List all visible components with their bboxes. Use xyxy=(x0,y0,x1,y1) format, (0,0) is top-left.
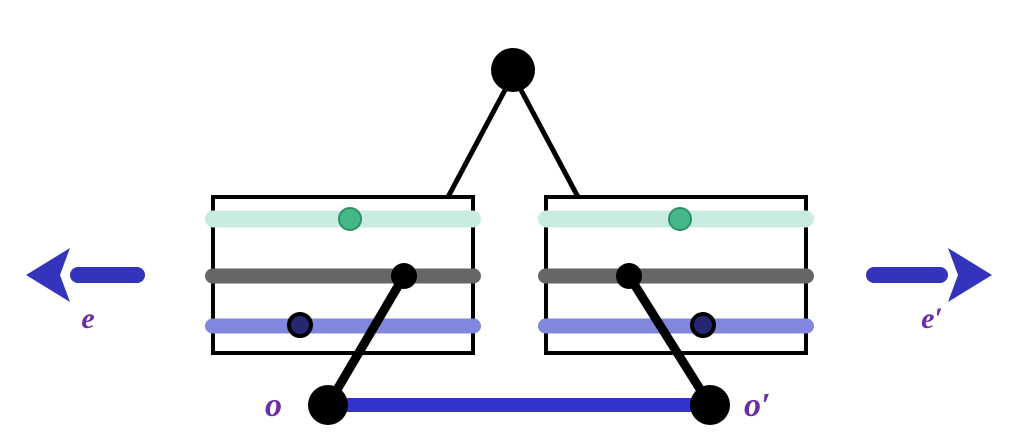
worldline-left xyxy=(324,273,408,408)
worldline-right xyxy=(625,273,714,408)
apex-group xyxy=(491,48,535,92)
navy-event-dot-right xyxy=(690,312,716,338)
base-connector-bar xyxy=(328,398,710,412)
boost-arrow-group xyxy=(26,248,992,302)
green-event-dot-right xyxy=(668,207,692,231)
origin-label-left: o xyxy=(265,387,282,424)
origin-label-right: o′ xyxy=(744,387,771,424)
band-periwinkle-left xyxy=(205,318,481,334)
label-group: e e′ o o′ xyxy=(81,302,943,424)
apex-vertex xyxy=(491,48,535,92)
navy-event-dot-left xyxy=(287,312,313,338)
boost-arrow-right-head xyxy=(948,248,992,302)
worldline-dot-gray-left xyxy=(391,263,417,289)
boost-label-right: e′ xyxy=(921,302,943,335)
band-gray-right xyxy=(538,268,814,284)
apex-edge-group xyxy=(445,88,581,199)
boost-arrow-left-shaft xyxy=(70,267,145,283)
band-gray-left xyxy=(205,268,481,284)
boost-arrow-left-head xyxy=(26,248,70,302)
base-connector-group xyxy=(328,398,710,412)
origin-node-right xyxy=(690,385,730,425)
marker-group xyxy=(287,207,716,338)
green-event-dot-left xyxy=(338,207,362,231)
origin-node-left xyxy=(308,385,348,425)
base-node-group xyxy=(308,385,730,425)
boost-arrow-right-shaft xyxy=(866,267,948,283)
band-periwinkle-right xyxy=(538,318,814,334)
apex-edge-right xyxy=(518,88,581,199)
worldline-dot-gray-right xyxy=(616,263,642,289)
boost-label-left: e xyxy=(81,302,94,335)
worldline-group xyxy=(324,273,714,408)
apex-edge-left xyxy=(445,88,508,199)
